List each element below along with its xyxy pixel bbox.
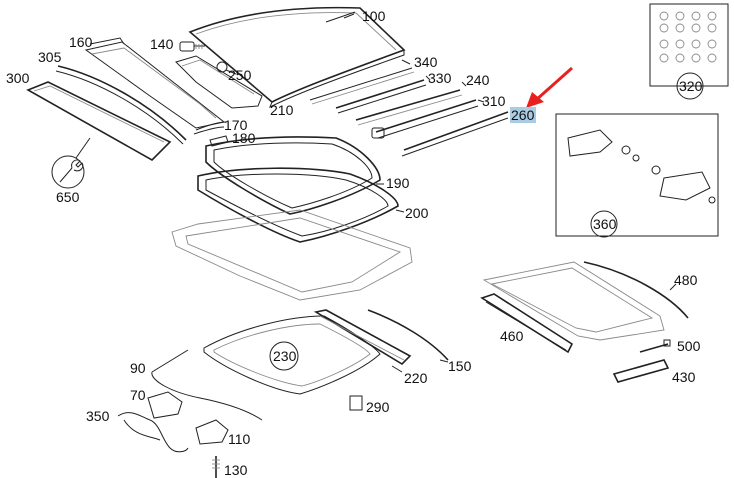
label-160[interactable]: 160 (69, 34, 93, 50)
part-310-rail-assembly[interactable] (371, 99, 479, 139)
label-170[interactable]: 170 (224, 117, 248, 133)
red-arrow-indicator (526, 66, 573, 108)
part-340-seal-strip[interactable] (309, 67, 415, 105)
part-240-guide-rail[interactable] (355, 89, 463, 126)
label-230[interactable]: 230 (273, 348, 297, 364)
part-320-plug-set[interactable] (649, 3, 729, 100)
part-305-trim-strip[interactable] (55, 65, 187, 145)
label-90[interactable]: 90 (130, 360, 146, 376)
label-240[interactable]: 240 (466, 72, 490, 88)
label-70[interactable]: 70 (130, 387, 146, 403)
label-430[interactable]: 430 (672, 369, 696, 385)
part-430-rail[interactable] (612, 359, 670, 383)
part-500-pin[interactable] (639, 339, 671, 353)
label-180[interactable]: 180 (232, 130, 256, 146)
label-250[interactable]: 250 (228, 67, 252, 83)
part-110-motor[interactable] (195, 419, 229, 445)
part-360-hardware-set[interactable] (555, 113, 719, 238)
part-170-bracket[interactable] (193, 121, 227, 135)
part-190-seal-ring[interactable] (205, 136, 381, 215)
label-340[interactable]: 340 (414, 54, 438, 70)
part-230-drive-frame[interactable] (203, 315, 381, 395)
label-190[interactable]: 190 (386, 175, 410, 191)
label-360[interactable]: 360 (593, 216, 617, 232)
label-320[interactable]: 320 (679, 78, 703, 94)
label-260[interactable]: 260 (511, 107, 535, 123)
part-650-tool-symbol[interactable] (51, 137, 91, 189)
label-220[interactable]: 220 (404, 370, 428, 386)
part-460-frame-member[interactable] (480, 293, 574, 354)
label-200[interactable]: 200 (405, 205, 429, 221)
part-labels: 100 140 160 305 300 250 210 340 330 240 … (6, 8, 703, 478)
label-110[interactable]: 110 (228, 431, 251, 447)
part-140-bolt[interactable] (179, 41, 205, 52)
part-130-bolt[interactable] (212, 456, 220, 478)
inner-frame (171, 209, 413, 301)
label-130[interactable]: 130 (224, 462, 248, 478)
label-305[interactable]: 305 (38, 49, 62, 65)
label-100[interactable]: 100 (362, 8, 386, 24)
lower-glass-panel (482, 261, 665, 341)
label-460[interactable]: 460 (500, 328, 524, 344)
label-290[interactable]: 290 (366, 399, 390, 415)
label-150[interactable]: 150 (448, 358, 472, 374)
label-310[interactable]: 310 (482, 93, 506, 109)
highlight-260 (510, 107, 536, 123)
part-210-rear-frame[interactable] (175, 55, 263, 109)
part-300-deflector-panel[interactable] (26, 81, 172, 161)
part-260-seal-strip[interactable] (401, 111, 509, 157)
label-480[interactable]: 480 (674, 272, 698, 288)
part-70-motor[interactable] (147, 391, 183, 419)
label-350[interactable]: 350 (86, 408, 110, 424)
part-480-seal-strip[interactable] (583, 261, 689, 319)
part-330-seal-strip[interactable] (335, 79, 427, 114)
label-300[interactable]: 300 (6, 70, 30, 86)
leader-lines (343, 13, 677, 373)
label-330[interactable]: 330 (428, 70, 452, 86)
part-290-clip[interactable] (349, 395, 363, 411)
part-90-cable[interactable] (151, 349, 263, 421)
part-350-wiring[interactable] (117, 412, 189, 453)
label-210[interactable]: 210 (270, 102, 294, 118)
part-220-cable-track[interactable] (313, 309, 412, 366)
part-100-glass-panel[interactable] (188, 6, 406, 109)
label-140[interactable]: 140 (150, 36, 174, 52)
label-650[interactable]: 650 (56, 189, 80, 205)
label-500[interactable]: 500 (677, 338, 701, 354)
part-150-seal[interactable] (367, 309, 449, 361)
